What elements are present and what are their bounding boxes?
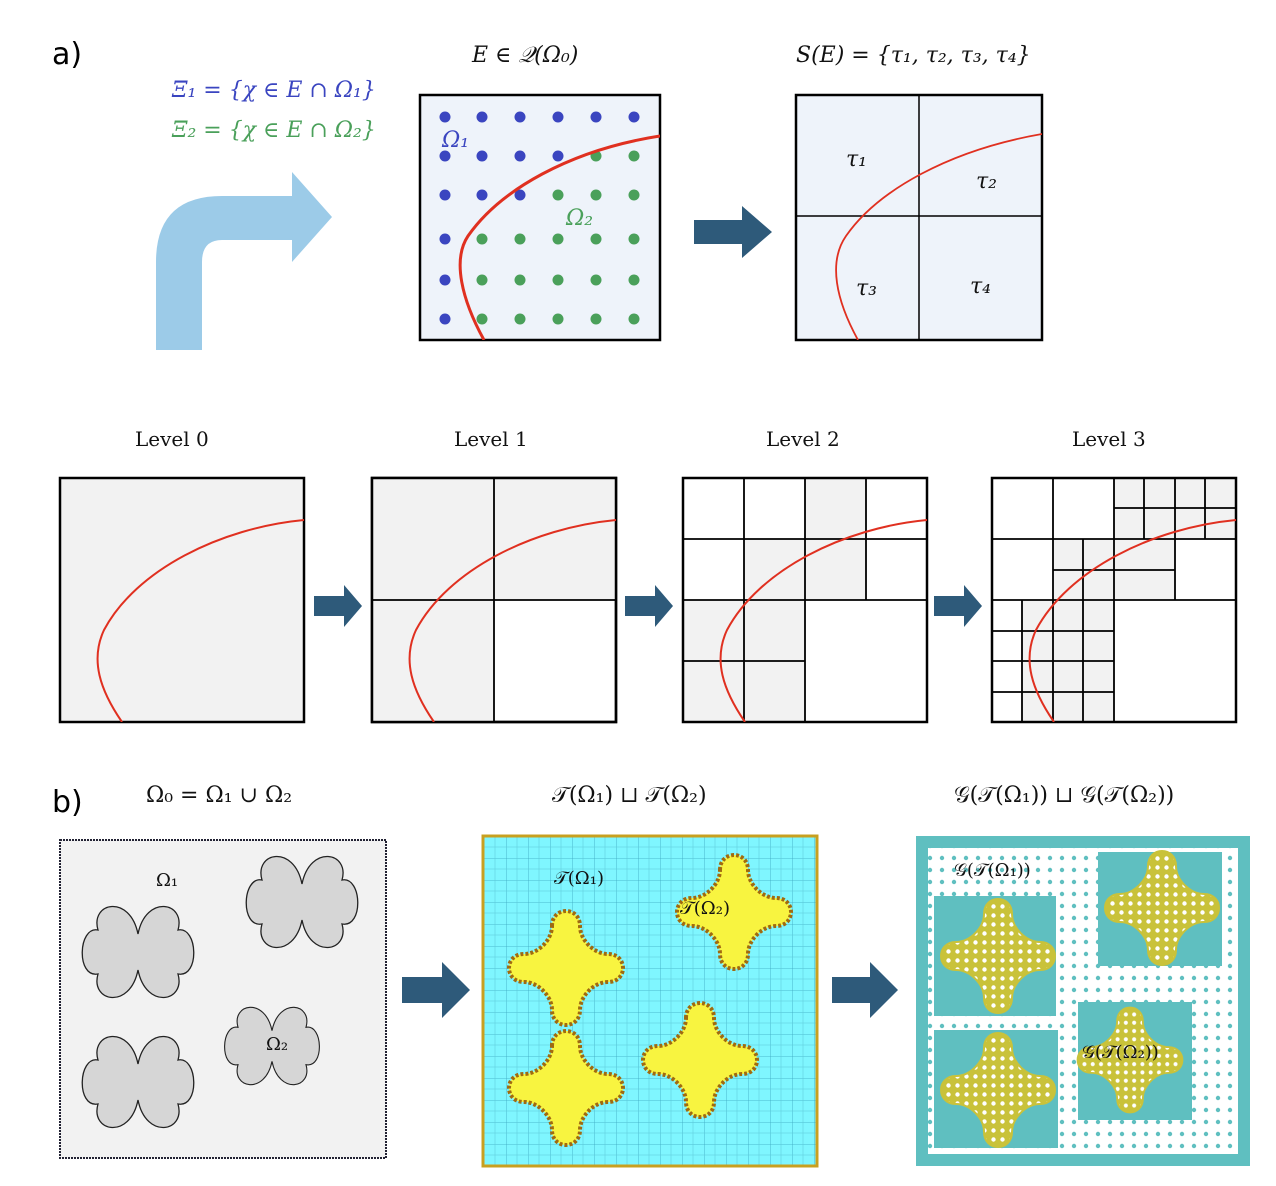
element-box [418, 93, 662, 342]
omega1-point [476, 150, 488, 162]
xi1-label: Ξ₁ = {χ ∈ E ∩ Ω₁} [171, 78, 376, 103]
omega1-point [514, 150, 526, 162]
level1-box [370, 476, 618, 724]
split-interface-curve [835, 133, 1042, 340]
arrow-right-icon [832, 962, 898, 1018]
level3-label: Level 3 [1072, 427, 1146, 451]
omega1-point [552, 111, 564, 123]
tau3-label: τ₃ [856, 276, 877, 301]
grid-omega2-label: 𝒢(𝒯(Ω₂)) [1082, 1042, 1159, 1063]
omega2-point [628, 150, 640, 162]
omega1-point [439, 233, 451, 245]
tree-omega2-label: 𝒯(Ω₂) [680, 898, 730, 919]
omega2-point [476, 274, 488, 286]
omega2-point [590, 274, 602, 286]
omega1-point [552, 150, 564, 162]
omega2-point [628, 274, 640, 286]
omega2-point [590, 313, 602, 325]
omega1-label: Ω₁ [441, 128, 469, 153]
level0-box [58, 476, 306, 724]
element-title: E ∈ 𝒬(Ω₀) [471, 43, 578, 68]
omega2-point [514, 274, 526, 286]
tree-title: 𝒯(Ω₁) ⊔ 𝒯(Ω₂) [552, 783, 707, 808]
omega2-point [628, 313, 640, 325]
omega1-point [439, 111, 451, 123]
domain-omega2-label: Ω₂ [266, 1034, 288, 1055]
panel-b-tag: b) [52, 785, 83, 820]
quadrature-points [439, 111, 640, 325]
omega2-point [552, 233, 564, 245]
omega2-label: Ω₂ [565, 206, 593, 231]
omega2-point [628, 189, 640, 201]
omega2-point [552, 189, 564, 201]
grid-box [916, 836, 1250, 1166]
omega1-point [439, 189, 451, 201]
xi2-label: Ξ₂ = {χ ∈ E ∩ Ω₂} [171, 118, 376, 143]
omega2-point [590, 233, 602, 245]
tau1-label: τ₁ [846, 147, 867, 172]
omega2-point [552, 274, 564, 286]
level2-box [681, 476, 929, 724]
panel-a-tag: a) [52, 37, 82, 72]
omega2-point [514, 313, 526, 325]
arrow-right-icon [402, 962, 470, 1018]
omega1-point [439, 274, 451, 286]
omega1-point [514, 111, 526, 123]
level2-label: Level 2 [766, 427, 840, 451]
level0-label: Level 0 [135, 427, 209, 451]
omega2-point [476, 233, 488, 245]
level1-label: Level 1 [454, 427, 528, 451]
arrow-right-icon [314, 585, 362, 627]
curved-arrow-icon [156, 172, 332, 350]
split-title: S(E) = {τ₁, τ₂, τ₃, τ₄} [796, 43, 1031, 68]
omega1-point [476, 111, 488, 123]
omega1-point [628, 111, 640, 123]
omega1-point [514, 189, 526, 201]
arrow-right-icon [934, 585, 982, 627]
omega1-point [590, 111, 602, 123]
grid-title: 𝒢(𝒯(Ω₁)) ⊔ 𝒢(𝒯(Ω₂)) [954, 783, 1174, 808]
omega2-point [628, 233, 640, 245]
split-lines [796, 95, 1042, 340]
tree-box [481, 834, 819, 1168]
level3-box [990, 476, 1238, 724]
grid-omega1-label: 𝒢(𝒯(Ω₁)) [954, 860, 1031, 881]
arrow-right-icon [694, 206, 772, 258]
interface-curve [458, 134, 660, 340]
omega1-point [476, 189, 488, 201]
tau4-label: τ₄ [970, 274, 991, 299]
omega2-point [552, 313, 564, 325]
domain-box [59, 839, 387, 1159]
domain-omega1-label: Ω₁ [156, 870, 178, 891]
omega2-point [514, 233, 526, 245]
omega2-point [476, 313, 488, 325]
omega1-point [439, 313, 451, 325]
omega1-point [439, 150, 451, 162]
domain-title: Ω₀ = Ω₁ ∪ Ω₂ [146, 783, 292, 808]
omega2-point [590, 189, 602, 201]
arrow-right-icon [625, 585, 673, 627]
tree-omega1-label: 𝒯(Ω₁) [554, 868, 604, 889]
tau2-label: τ₂ [976, 169, 997, 194]
